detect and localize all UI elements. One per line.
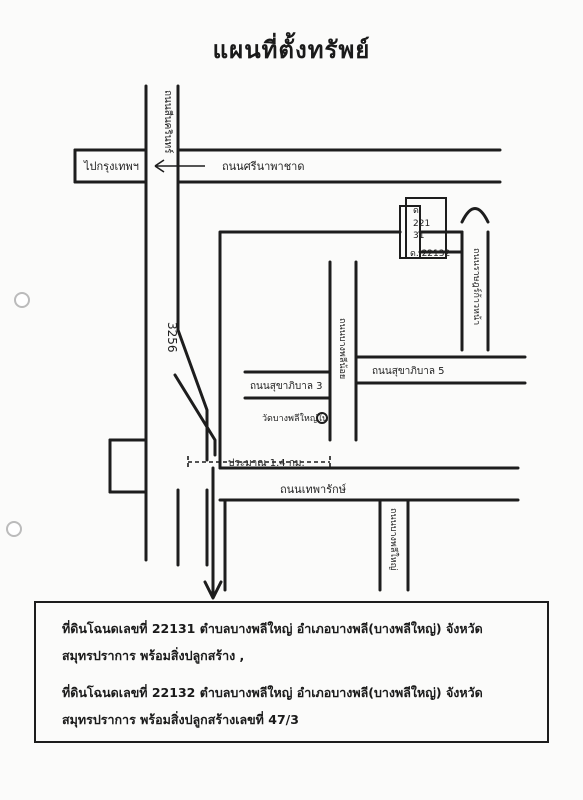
road-3256-label: 3256 <box>165 322 179 353</box>
description-line-3: ที่ดินโฉนดเลขที่ 22132 ตำบลบางพลีใหญ่ อำ… <box>62 685 483 700</box>
road-right-to-parcel <box>418 230 464 254</box>
description-line-4: สมุทรปราการ พร้อมสิ่งปลูกสร้างเลขที่ 47/… <box>62 712 299 727</box>
parcel-top-label: ด. <box>413 206 422 216</box>
road-3256-branch <box>173 373 217 457</box>
description-paragraph-1: ที่ดินโฉนดเลขที่ 22131 ตำบลบางพลีใหญ่ อำ… <box>62 615 533 669</box>
road-thepharak-label: ถนนเทพารักษ์ <box>280 483 346 496</box>
road-thepharak-lower <box>108 490 520 502</box>
soi-5-label: ถนนสุขาภิบาล 5 <box>372 366 445 377</box>
soi-3-label: ถนนสุขาภิบาล 3 <box>250 381 323 392</box>
parcel-bottom-label: ด. 22132 <box>410 249 450 259</box>
temple-marker <box>316 412 328 424</box>
distance-line <box>187 456 331 468</box>
arrow-to-bangkok <box>154 159 205 173</box>
parcel-box-inner <box>405 197 447 259</box>
description-line-2: สมุทรปราการ พร้อมสิ่งปลูกสร้าง , <box>62 648 245 663</box>
road-thepharak-upper <box>108 438 520 470</box>
road-soi-kingkaew-label: ถนนราษฎร์ก้าวหน้า <box>471 248 483 325</box>
location-arrow-head <box>203 580 223 600</box>
page-title: แผนที่ตั้งทรัพย์ <box>212 36 371 64</box>
road-north-label: ถนนสีนครินทร์ <box>162 90 174 154</box>
punch-hole-bottom <box>6 521 22 537</box>
parcel-number-1: 221 <box>413 219 430 229</box>
distance-label: ประมาณ 1.4 กม. <box>228 458 305 469</box>
road-inner-north <box>218 230 402 442</box>
description-line-1: ที่ดินโฉนดเลขที่ 22131 ตำบลบางพลีใหญ่ อำ… <box>62 621 483 636</box>
road-right-bottom-label: ถนนบางพลีใหญ่ <box>388 508 399 571</box>
to-bangkok-label: ไปกรุงเทพฯ <box>83 160 139 173</box>
road-sisanaphat-label: ถนนศรีนาพาชาด <box>222 160 305 173</box>
road-3256-right <box>176 84 209 462</box>
parcel-number-2: 31 <box>413 231 424 241</box>
road-mid-label: ถนนบางพลีน้อย <box>337 318 348 379</box>
property-description-box: ที่ดินโฉนดเลขที่ 22131 ตำบลบางพลีใหญ่ อำ… <box>34 601 549 743</box>
description-paragraph-2: ที่ดินโฉนดเลขที่ 22132 ตำบลบางพลีใหญ่ อำ… <box>62 679 533 733</box>
temple-label: วัดบางพลีใหญ่ใน <box>262 413 328 424</box>
punch-hole-top <box>14 292 30 308</box>
